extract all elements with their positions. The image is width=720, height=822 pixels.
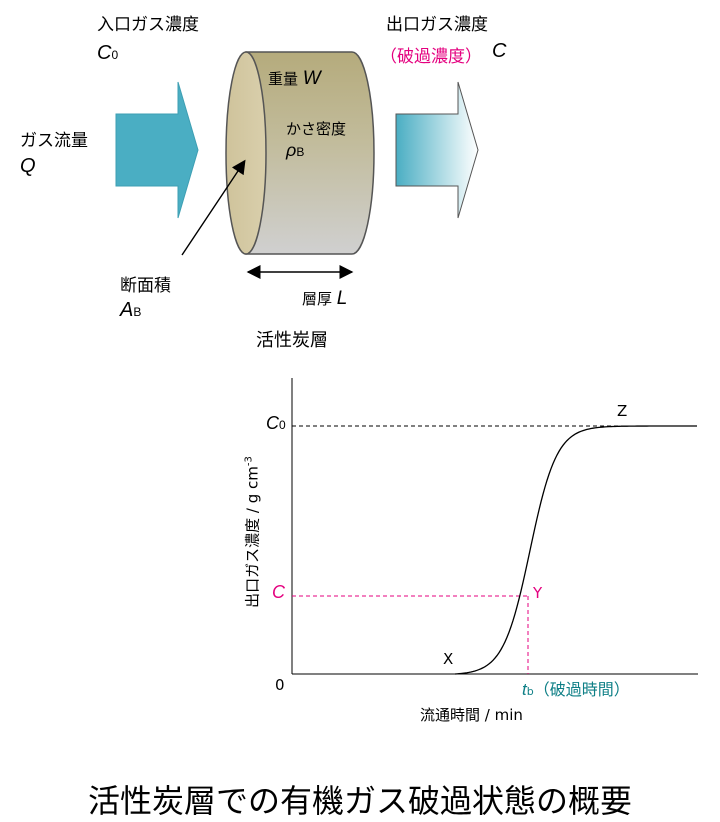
bed-label: 活性炭層 <box>256 330 328 351</box>
area-pointer-arrow <box>181 159 246 256</box>
y-axis-label-box: 出口ガス濃度 / g cm-3 <box>240 432 264 632</box>
thickness-label: 層厚 L <box>302 288 348 309</box>
carbon-bed-cylinder <box>225 51 375 255</box>
flow-symbol: Q <box>20 155 36 177</box>
y-axis-label: 出口ガス濃度 / g cm-3 <box>243 456 262 608</box>
y-tick-c0-subscript: 0 <box>279 418 286 432</box>
inlet-label: 入口ガス濃度 <box>97 15 199 35</box>
breakthrough-time-label: tb（破過時間） <box>522 676 630 700</box>
point-y-label: Y <box>533 584 543 602</box>
breakthrough-time-symbol: t <box>522 680 527 699</box>
y-tick-c: C <box>272 582 285 602</box>
y-tick-c0: C0 <box>266 413 286 433</box>
figure-caption: 活性炭層での有機ガス破過状態の概要 <box>87 782 632 820</box>
breakthrough-time-subscript: b <box>526 685 534 698</box>
point-x-label: X <box>443 650 454 668</box>
breakthrough-curve <box>454 425 697 675</box>
y-axis-label-exponent: -3 <box>243 456 255 467</box>
outlet-flow-arrow <box>395 81 479 219</box>
density-symbol: ρB <box>286 140 305 160</box>
origin-label: 0 <box>275 676 285 694</box>
density-label: かさ密度 <box>286 120 347 138</box>
outlet-label: 出口ガス濃度 <box>386 15 488 35</box>
flow-label: ガス流量 <box>20 131 88 151</box>
point-z-label: Z <box>617 402 628 420</box>
thickness-symbol: L <box>336 288 348 309</box>
inlet-flow-arrow <box>115 81 199 219</box>
inlet-symbol: C0 <box>97 42 119 64</box>
inlet-subscript: 0 <box>111 48 119 62</box>
x-axis-label: 流通時間 / min <box>420 706 523 724</box>
area-subscript: B <box>133 305 142 319</box>
breakthrough-conc-label: （破過濃度） <box>380 47 482 67</box>
breakthrough-time-suffix: （破過時間） <box>533 680 630 699</box>
area-label: 断面積 <box>120 276 171 296</box>
weight-label: 重量 W <box>268 68 321 89</box>
area-symbol: AB <box>120 299 142 321</box>
density-subscript: B <box>296 145 305 159</box>
outlet-symbol: C <box>492 40 507 62</box>
weight-symbol: W <box>302 68 321 89</box>
breakthrough-chart <box>291 378 698 675</box>
